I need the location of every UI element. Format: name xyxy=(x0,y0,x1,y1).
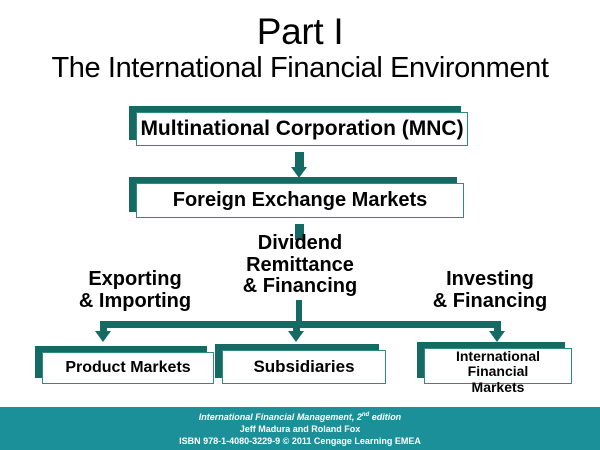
node-face: Multinational Corporation (MNC) xyxy=(136,112,468,146)
connector-horizontal-bus xyxy=(100,321,501,328)
node-subsidiaries[interactable]: Subsidiaries xyxy=(215,344,386,384)
node-label: Foreign Exchange Markets xyxy=(172,189,428,211)
label-exporting-importing: Exporting & Importing xyxy=(78,268,192,312)
connector-fx-stub xyxy=(295,224,304,240)
connector-mnc-to-fx-stem xyxy=(295,152,304,170)
arrowhead-down-icon xyxy=(95,331,111,342)
node-international-financial-markets[interactable]: International Financial Markets xyxy=(417,342,572,395)
node-multinational-corporation[interactable]: Multinational Corporation (MNC) xyxy=(129,106,468,146)
connector-left-drop xyxy=(100,321,107,333)
footer-book-title-prefix: International Financial Management, 2 xyxy=(198,412,362,422)
node-face: Foreign Exchange Markets xyxy=(136,183,464,218)
footer-authors: Jeff Madura and Roland Fox xyxy=(239,424,361,434)
node-face: International Financial Markets xyxy=(424,348,572,395)
footer-book-title-suffix: edition xyxy=(369,412,402,422)
page-title: Part I xyxy=(256,11,344,52)
arrowhead-down-icon xyxy=(288,331,304,342)
node-label: Product Markets xyxy=(65,358,191,376)
node-face: Subsidiaries xyxy=(222,350,386,384)
footer-book-title: International Financial Management, 2nd … xyxy=(199,410,401,423)
arrowhead-down-icon xyxy=(291,167,307,178)
node-label: Multinational Corporation (MNC) xyxy=(140,116,464,140)
footer-isbn-copyright: ISBN 978-1-4080-3229-9 © 2011 Cengage Le… xyxy=(179,436,421,446)
arrowhead-down-icon xyxy=(489,331,505,342)
label-dividend-remittance-financing: Dividend Remittance & Financing xyxy=(242,232,358,298)
connector-right-drop xyxy=(494,321,501,333)
footer-edition-superscript: nd xyxy=(361,412,370,418)
connector-middle-drop xyxy=(293,321,300,333)
page-subtitle: The International Financial Environment xyxy=(51,52,549,84)
node-label: Subsidiaries xyxy=(253,357,355,377)
node-product-markets[interactable]: Product Markets xyxy=(35,346,214,384)
node-face: Product Markets xyxy=(42,352,214,384)
label-investing-financing: Investing & Financing xyxy=(432,268,548,312)
slide-footer: International Financial Management, 2nd … xyxy=(0,407,600,450)
node-foreign-exchange-markets[interactable]: Foreign Exchange Markets xyxy=(129,177,464,218)
connector-center-drop xyxy=(296,300,302,322)
node-label: International Financial Markets xyxy=(455,347,540,395)
